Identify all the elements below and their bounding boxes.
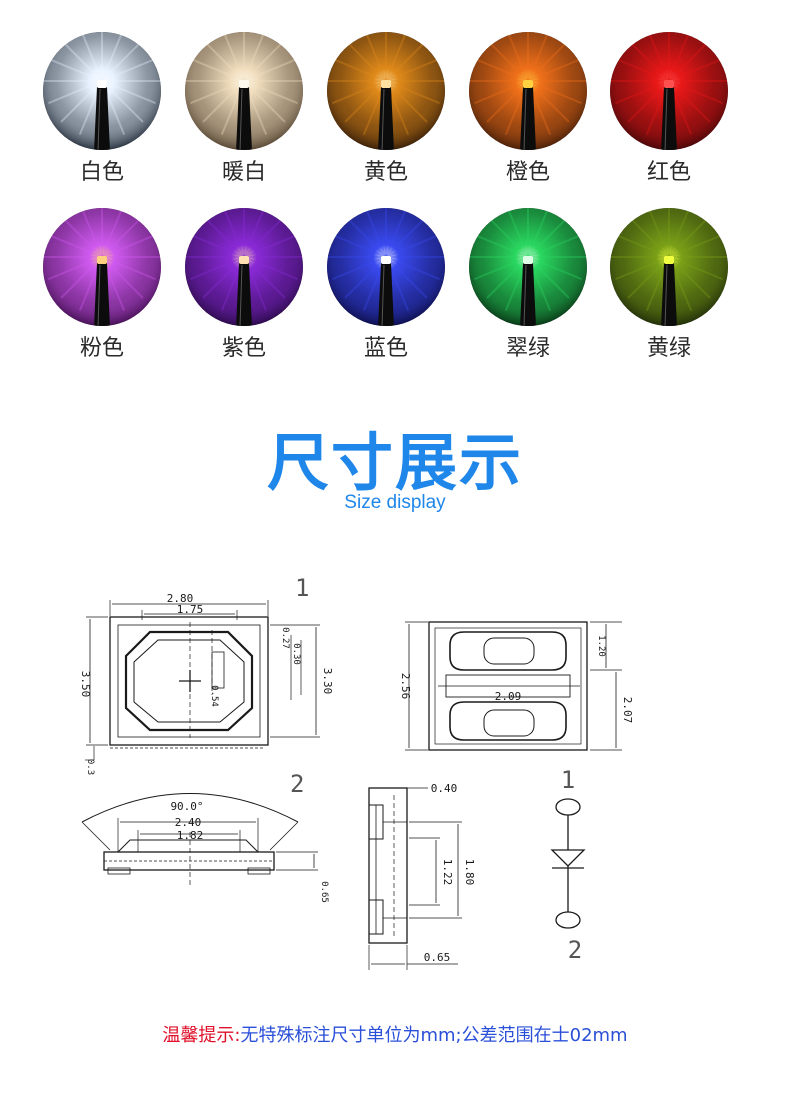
bottom-view <box>405 621 622 751</box>
color-label: 橙色 <box>505 160 550 185</box>
schematic-pin-1: 1 <box>561 766 575 794</box>
dim-front-width: 2.40 <box>175 816 202 829</box>
schematic-pin-2: 2 <box>568 936 582 964</box>
dim-side-inner: 1.22 <box>441 859 454 886</box>
dim-bottom-height: 2.56 <box>399 673 412 700</box>
color-swatch <box>326 31 446 151</box>
dim-bottom-pad: 2.09 <box>495 690 522 703</box>
dim-top-height: 3.50 <box>79 671 92 698</box>
color-label: 白色 <box>79 160 124 185</box>
top-view <box>85 600 320 761</box>
dim-bottom-right: 2.07 <box>621 697 634 724</box>
dim-top-base: 0.3 <box>85 759 95 775</box>
dim-side-outer: 1.80 <box>463 859 476 886</box>
color-swatch <box>184 207 304 327</box>
side-view <box>368 787 462 970</box>
pin-mark-2-bottom: 2 <box>290 770 304 798</box>
dimension-drawing: 2.80 1.75 3.50 3.30 0.27 0.30 0.54 0.3 2… <box>79 574 634 970</box>
color-label: 黄绿 <box>646 336 691 361</box>
dim-bottom-top: 1.20 <box>596 635 606 657</box>
dim-top-c: 0.54 <box>209 685 219 707</box>
color-label: 蓝色 <box>363 336 408 361</box>
color-swatch <box>609 31 729 151</box>
color-swatch <box>42 31 162 151</box>
dim-side-top: 0.40 <box>431 782 458 795</box>
section-subtitle: Size display <box>344 492 446 513</box>
diode-schematic <box>550 798 586 929</box>
dim-side-width: 0.65 <box>424 951 451 964</box>
dim-top-a: 0.27 <box>280 627 290 649</box>
note-lead: 温馨提示: <box>162 1025 241 1046</box>
color-label: 翠绿 <box>505 336 550 361</box>
color-swatch <box>468 31 588 151</box>
dim-top-height-right: 3.30 <box>321 668 334 695</box>
color-swatch <box>326 207 446 327</box>
front-view <box>81 793 318 888</box>
color-swatch <box>184 31 304 151</box>
color-swatch <box>42 207 162 327</box>
section-title: 尺寸展示 <box>266 426 523 499</box>
note-body: 无特殊标注尺寸单位为mm;公差范围在士02mm <box>240 1025 628 1046</box>
dim-top-inner: 1.75 <box>177 603 204 616</box>
dim-top-width: 2.80 <box>167 592 194 605</box>
color-label: 红色 <box>646 160 691 185</box>
color-label: 粉色 <box>79 336 124 361</box>
dim-front-inner: 1.82 <box>177 829 204 842</box>
color-swatch <box>468 207 588 327</box>
pin-mark-1-top: 1 <box>295 574 309 602</box>
color-label: 紫色 <box>221 336 266 361</box>
color-swatch <box>609 207 729 327</box>
dim-front-height: 0.65 <box>319 881 329 903</box>
tolerance-note: 温馨提示:无特殊标注尺寸单位为mm;公差范围在士02mm <box>0 1021 790 1047</box>
color-label: 暖白 <box>221 160 266 185</box>
dim-top-b: 0.30 <box>291 643 301 665</box>
color-label: 黄色 <box>363 160 408 185</box>
dim-front-angle: 90.0° <box>170 800 203 813</box>
